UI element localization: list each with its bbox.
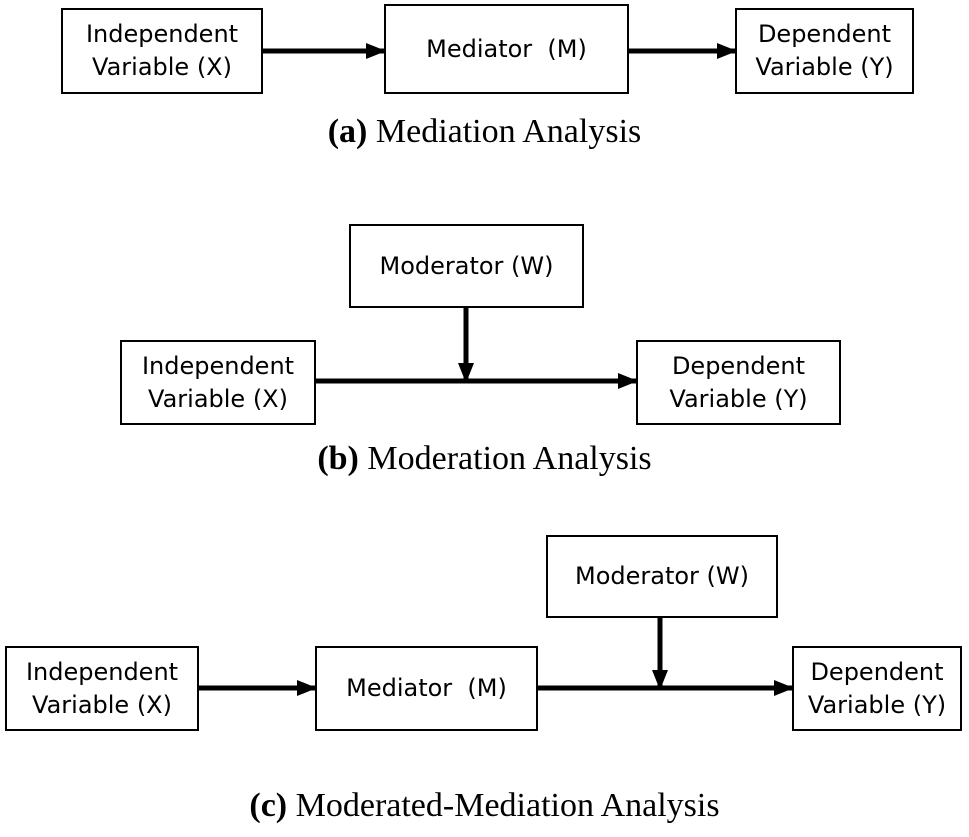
independent-label-line2: Variable (X)	[148, 384, 288, 413]
caption-b-text: Moderation Analysis	[358, 440, 652, 477]
moderator-box-c: Moderator (W)	[546, 535, 778, 618]
independent-label-line1: Independent	[141, 351, 295, 380]
dependent-label-line2: Variable (Y)	[807, 690, 947, 719]
dependent-variable-box-c: Dependent Variable (Y)	[792, 646, 962, 731]
independent-variable-box-a: Independent Variable (X)	[61, 8, 263, 94]
caption-c: (c) Moderated-Mediation Analysis	[0, 787, 969, 825]
dependent-variable-box-a: Dependent Variable (Y)	[735, 8, 914, 94]
independent-variable-box-b: Independent Variable (X)	[120, 340, 316, 425]
caption-a-letter: (a)	[327, 113, 368, 150]
dependent-label-line1: Dependent	[757, 20, 892, 48]
mediator-label: Mediator (M)	[426, 34, 587, 63]
caption-c-letter: (c)	[249, 787, 288, 824]
moderator-label: Moderator (W)	[379, 251, 554, 280]
dependent-label-line1: Dependent	[671, 351, 806, 380]
independent-label-line1: Independent	[85, 20, 239, 48]
moderator-label: Moderator (W)	[574, 562, 749, 590]
independent-label-line2: Variable (X)	[32, 690, 172, 719]
dependent-variable-box-b: Dependent Variable (Y)	[636, 340, 841, 425]
caption-b: (b) Moderation Analysis	[0, 440, 969, 478]
dependent-label-line2: Variable (Y)	[669, 384, 808, 413]
caption-a: (a) Mediation Analysis	[0, 113, 969, 151]
mediator-box-a: Mediator (M)	[384, 4, 629, 94]
moderator-box-b: Moderator (W)	[349, 224, 584, 308]
caption-b-letter: (b)	[317, 440, 359, 477]
caption-c-text: Moderated-Mediation Analysis	[287, 787, 720, 824]
independent-label-line1: Independent	[25, 657, 179, 686]
caption-a-text: Mediation Analysis	[367, 113, 642, 150]
mediator-label: Mediator (M)	[346, 674, 507, 702]
mediator-box-c: Mediator (M)	[315, 646, 538, 731]
independent-label-line2: Variable (X)	[92, 53, 232, 81]
dependent-label-line1: Dependent	[810, 657, 944, 686]
independent-variable-box-c: Independent Variable (X)	[5, 646, 199, 731]
dependent-label-line2: Variable (Y)	[755, 53, 894, 81]
